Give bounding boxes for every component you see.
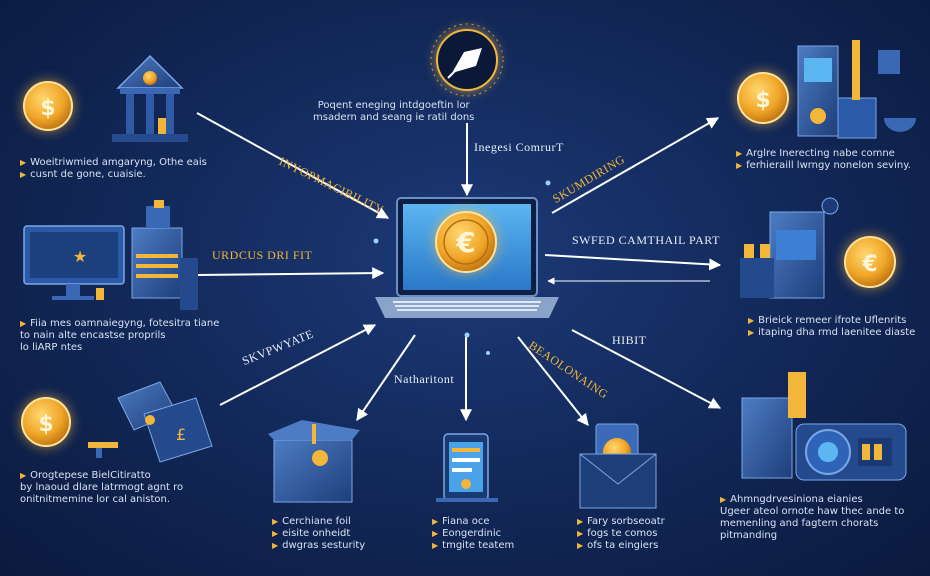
caption-bottom-2-line-1: ▶Fiana oce [432,516,490,527]
caption-bottom-3-line-3: ▶ofs ta eingiers [577,540,659,551]
caption-mid-left-line-2: to nain alte encastse proprils [20,330,166,341]
svg-text:$: $ [40,96,55,121]
caption-mid-right: ▶Brieick remeer ifrote Uflenrits ▶itapin… [748,315,915,339]
svg-text:€: € [455,226,475,259]
svg-text:£: £ [176,425,186,444]
coin-icon-top-right: $ [737,72,789,124]
caption-bottom-2-line-3: ▶tmgite teatem [432,540,515,551]
safe-icon [268,420,360,503]
bank-icon [112,54,188,142]
caption-top-right-line-2: ▶ferhieraill lwrngy nonelon seviny. [736,160,911,171]
caption-bottom-3-line-2: ▶fogs te comos [577,528,658,539]
arrow-bottom-left [356,334,416,421]
caption-bottom-1: ▶Cerchiane foil ▶eisite onheidt ▶dwgras … [272,516,365,552]
arrow-label-bottom-center: Natharitont [394,372,455,386]
phone-icon [436,433,498,502]
arrow-lower-right [571,329,722,409]
svg-text:$: $ [755,88,770,113]
coin-icon-mid-right: € [844,236,896,288]
coin-icon-bottom-left: $ [21,397,71,447]
arrows [196,112,722,426]
caption-bottom-3: ▶Fary sorbseoatr ▶fogs te comos ▶ofs ta … [577,516,665,552]
vault-icon: £ [88,381,213,463]
arrow-label-left: URDCUS DRI FIT [212,248,313,262]
arrow-label-right: SWFED CAMTHAIL PART [572,233,720,247]
caption-bottom-left-line-3: onitnitmemine lor cal aniston. [20,494,171,505]
caption-bottom-2: ▶Fiana oce ▶Eongerdinic ▶tmgite teatem [432,516,514,552]
caption-bottom-1-line-2: ▶eisite onheidt [272,528,351,539]
laptop-icon: € [375,197,559,318]
caption-top-right-line-1: ▶Arglre Inerecting nabe comne [736,148,895,159]
server-icon-mid-right [740,197,839,299]
svg-text:★: ★ [73,249,87,266]
arrow-right [544,254,722,271]
caption-bottom-right-line-1: ▶Ahmngdrvesiniona eianies [720,494,863,505]
rocket-icon [430,23,504,97]
caption-bottom-left-line-1: ▶Orogtepese BielCitiratto [20,470,151,481]
caption-bottom-right-line-4: pitmanding [720,530,778,541]
caption-bottom-left: ▶Orogtepese BielCitiratto by lnaoud dlar… [20,470,183,506]
server-icon-left [96,200,198,310]
caption-mid-right-line-2: ▶itaping dha rmd laenitee diaste [748,327,916,338]
caption-bottom-1-line-1: ▶Cerchiane foil [272,516,351,527]
server-icon-top-right [797,40,916,139]
caption-top-left: ▶Woeitriwmied amgaryng, Othe eais ▶cusnt… [20,157,207,181]
caption-top-left-line-1: ▶Woeitriwmied amgaryng, Othe eais [20,157,207,168]
caption-mid-right-line-1: ▶Brieick remeer ifrote Uflenrits [748,315,907,326]
svg-text:€: € [861,252,877,277]
arrow-label-lower-right-a: HIBIT [612,333,647,347]
arrow-upper-right [551,117,720,214]
svg-text:$: $ [38,412,53,437]
caption-bottom-2-line-2: ▶Eongerdinic [432,528,502,539]
caption-top-right: ▶Arglre Inerecting nabe comne ▶ferhierai… [736,148,911,172]
center-label: Inegesi ComrurT [474,140,564,154]
wallet-icon [579,423,657,509]
arrow-left [196,267,385,280]
caption-mid-left-line-1: ▶Fiia mes oamnaiegyng, fotesitra tiane [20,318,220,329]
caption-mid-left-line-3: lo liARP ntes [20,342,83,353]
caption-bottom-right-line-2: Ugeer ateol ornote haw thec ande to [720,506,905,517]
caption-bottom-right-line-3: memenling and fagtern chorats [720,518,879,529]
top-caption-line-1: Poqent eneging intdgoeftin lor [317,100,470,111]
caption-mid-left: ▶Fiia mes oamnaiegyng, fotesitra tiane t… [20,318,219,354]
coin-icon-top-left: $ [23,81,73,131]
caption-bottom-left-line-2: by lnaoud dlare latrmogt agnt ro [20,482,184,493]
top-caption-line-2: msadern and seang ie ratil dons [313,112,475,123]
arrow-bottom-right [517,336,589,426]
monitor-icon: ★ [23,225,125,300]
caption-bottom-right: ▶Ahmngdrvesiniona eianies Ugeer ateol or… [720,494,904,542]
caption-bottom-1-line-3: ▶dwgras sesturity [272,540,366,551]
caption-bottom-3-line-1: ▶Fary sorbseoatr [577,516,665,527]
caption-top-left-line-2: ▶cusnt de gone, cuaisie. [20,169,146,180]
machine-icon [741,372,907,481]
top-caption: Poqent eneging intdgoeftin lor msadern a… [313,100,474,124]
arrow-upper-left [196,112,390,219]
arrow-lower-left [219,324,377,406]
